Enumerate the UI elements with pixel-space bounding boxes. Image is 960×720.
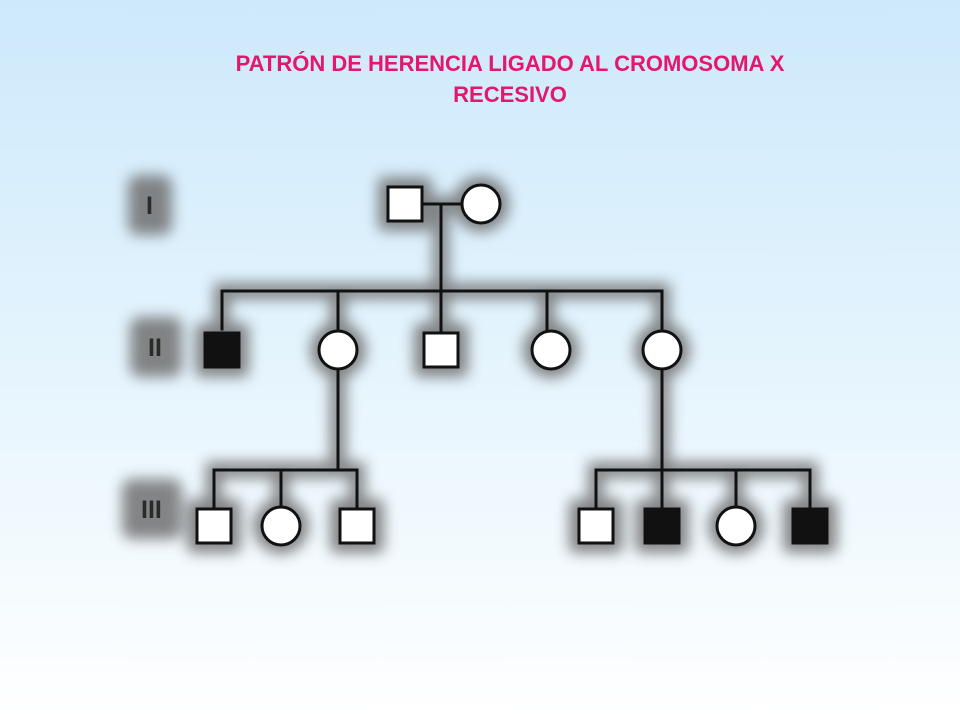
relationship-lines [212,202,812,511]
generation-III-family-2-2-affected-male [643,507,681,545]
generation-label-3: III [141,496,162,524]
generation-label-1: I [146,192,153,220]
generation-III-family-1-1-unaffected-male [195,507,233,545]
generation-II-1-affected-male [203,331,241,369]
generation-labels: I II III [141,192,162,524]
generation-I-2-unaffected-female [460,183,502,225]
generation-II-4-unaffected-female [530,329,572,371]
generation-II-2-unaffected-female [317,329,359,371]
generation-label-glow-2 [130,317,182,377]
generation-label-2: II [148,334,162,362]
generation-III-family-1-2-unaffected-female [260,505,302,547]
generation-III-family-2-3-unaffected-female [715,505,757,547]
slide-title: PATRÓN DE HERENCIA LIGADO AL CROMOSOMA X… [90,48,930,110]
pedigree-individuals [195,183,829,547]
generation-label-glow-1 [128,175,172,235]
title-line-2: RECESIVO [453,82,567,107]
title-line-1: PATRÓN DE HERENCIA LIGADO AL CROMOSOMA X [235,51,785,76]
relationship-lines-glow [206,196,818,517]
generation-III-family-2-1-unaffected-male [577,507,615,545]
generation-I-1-unaffected-male [386,185,424,223]
generation-II-3-unaffected-male [422,331,460,369]
generation-III-family-1-3-unaffected-male [338,507,376,545]
generation-label-glow-3 [122,479,182,539]
generation-III-family-2-4-affected-male [791,507,829,545]
generation-II-5-unaffected-female [641,329,683,371]
